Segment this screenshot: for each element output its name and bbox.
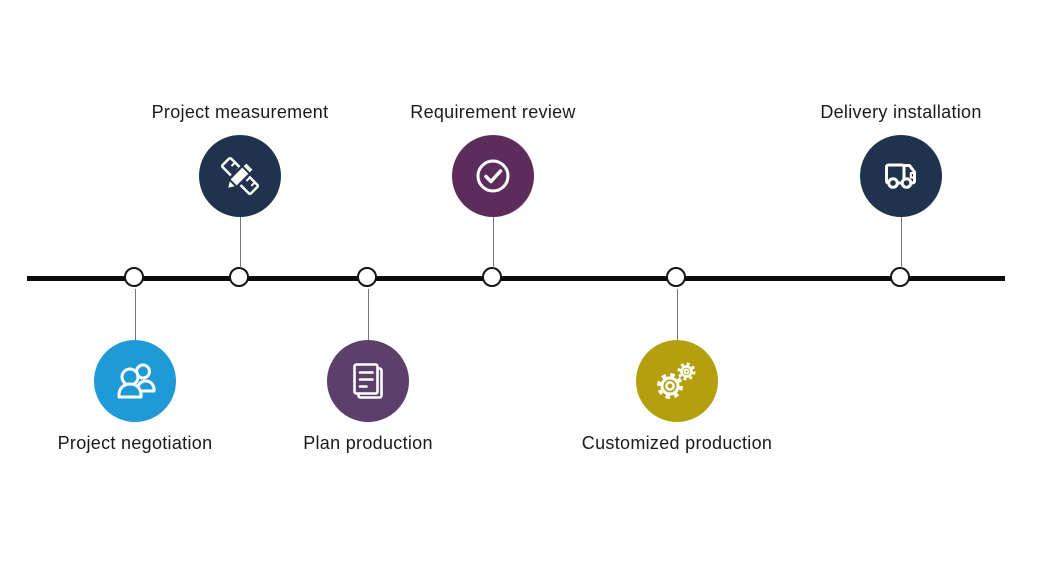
step-plan-production: Plan production <box>258 0 478 561</box>
timeline-node <box>482 267 502 287</box>
ruler-pencil-icon <box>220 156 260 196</box>
step-requirement-review: Requirement review <box>383 0 603 561</box>
step-icon-circle <box>452 135 534 217</box>
step-label: Plan production <box>303 433 433 453</box>
step-project-negotiation: Project negotiation <box>25 0 245 561</box>
step-label: Project negotiation <box>57 433 213 453</box>
connector-line <box>134 289 136 340</box>
timeline-line <box>27 276 1005 281</box>
connector-line <box>367 289 369 340</box>
step-label: Customized production <box>581 433 773 453</box>
check-circle-icon <box>476 159 510 193</box>
step-label: Project measurement <box>151 102 329 122</box>
gears-icon <box>657 362 696 399</box>
people-icon <box>117 363 156 399</box>
step-icon-circle <box>199 135 281 217</box>
timeline-node <box>666 267 686 287</box>
connector-line <box>900 217 902 268</box>
document-icon <box>353 363 383 399</box>
timeline-node <box>890 267 910 287</box>
step-icon-circle <box>94 340 176 422</box>
timeline-node <box>229 267 249 287</box>
timeline-node <box>124 267 144 287</box>
step-delivery-installation: Delivery installation <box>791 0 1011 561</box>
step-label: Requirement review <box>410 102 576 122</box>
truck-icon <box>885 163 916 189</box>
step-icon-circle <box>860 135 942 217</box>
connector-line <box>492 217 494 268</box>
step-customized-production: Customized production <box>567 0 787 561</box>
step-label: Delivery installation <box>820 102 982 122</box>
step-icon-circle <box>327 340 409 422</box>
step-project-measurement: Project measurement <box>130 0 350 561</box>
step-icon-circle <box>636 340 718 422</box>
connector-line <box>239 217 241 268</box>
timeline-node <box>357 267 377 287</box>
connector-line <box>676 289 678 340</box>
